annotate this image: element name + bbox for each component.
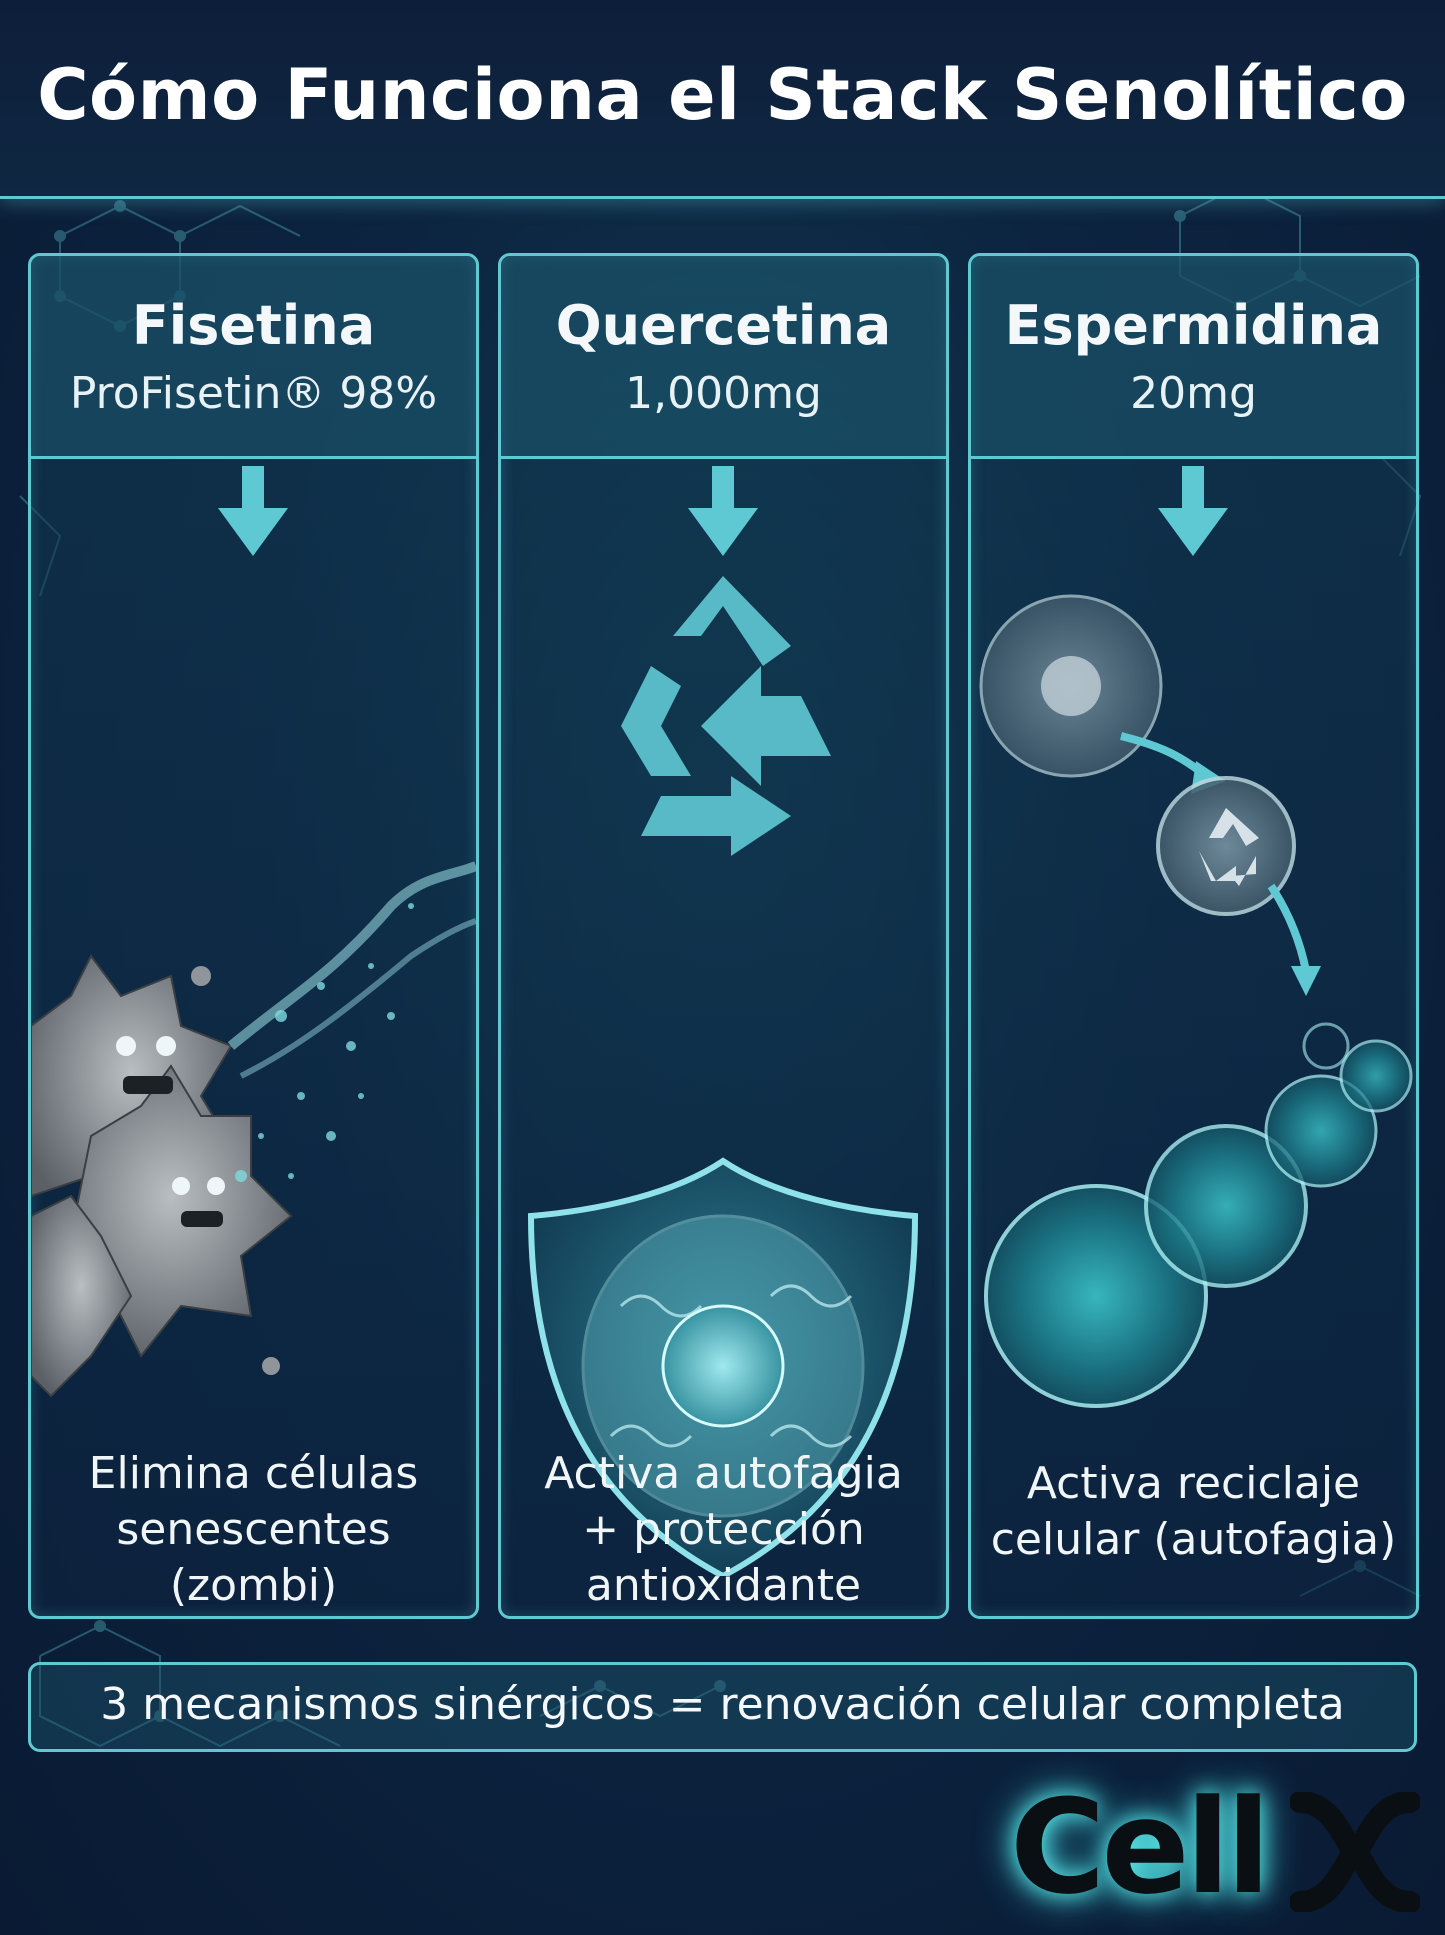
description-line: antioxidante xyxy=(585,1560,862,1611)
column-header: Fisetina ProFisetin® 98% xyxy=(31,256,476,459)
cell-renewal-illustration xyxy=(979,594,1413,1408)
column-espermidina: Espermidina 20mg xyxy=(968,253,1419,1619)
column-header: Espermidina 20mg xyxy=(971,256,1416,459)
ingredient-name: Espermidina xyxy=(1004,294,1383,357)
column-header: Quercetina 1,000mg xyxy=(501,256,946,459)
description-line: + protección xyxy=(582,1504,865,1555)
down-arrow-icon xyxy=(688,466,758,556)
ingredient-dose: ProFisetin® 98% xyxy=(69,368,438,419)
brand-logo: Cell xyxy=(1010,1771,1271,1923)
ingredient-name: Quercetina xyxy=(555,294,892,357)
zombie-cells-illustration xyxy=(31,861,476,1398)
ingredient-dose: 20mg xyxy=(1130,368,1257,419)
ingredient-dose: 1,000mg xyxy=(625,368,822,419)
summary-text: 3 mecanismos sinérgicos = renovación cel… xyxy=(100,1679,1345,1730)
effect-description: Activa autofagia + protección antioxidan… xyxy=(511,1446,936,1614)
header-bar: Cómo Funciona el Stack Senolítico xyxy=(0,0,1445,199)
summary-banner: 3 mecanismos sinérgicos = renovación cel… xyxy=(28,1662,1417,1752)
quercetina-illustration xyxy=(527,576,919,1576)
x-logo-mark xyxy=(1290,1792,1420,1912)
recycle-icon xyxy=(621,576,831,856)
effect-description: Activa reciclaje celular (autofagia) xyxy=(981,1456,1406,1568)
down-arrow-icon xyxy=(218,466,288,556)
description-line: senescentes xyxy=(116,1504,391,1555)
down-arrow-icon xyxy=(1158,466,1228,556)
effect-description: Elimina células senescentes (zombi) xyxy=(41,1446,466,1614)
ingredient-name: Fisetina xyxy=(131,294,376,357)
column-fisetina: Fisetina ProFisetin® 98% xyxy=(28,253,479,1619)
column-quercetina: Quercetina 1,000mg xyxy=(498,253,949,1619)
description-line: (zombi) xyxy=(169,1560,338,1611)
description-line: Elimina células xyxy=(88,1448,419,1499)
description-line: Activa reciclaje xyxy=(1026,1458,1361,1509)
page-title: Cómo Funciona el Stack Senolítico xyxy=(37,54,1408,136)
description-line: Activa autofagia xyxy=(544,1448,903,1499)
description-line: celular (autofagia) xyxy=(990,1514,1397,1565)
